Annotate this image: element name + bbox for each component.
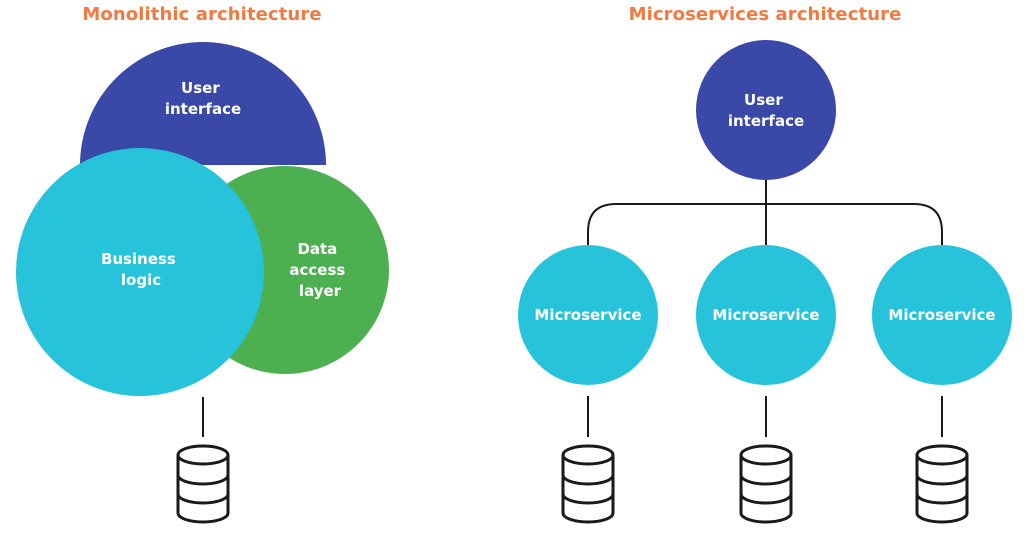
microservice-database-icon (915, 444, 969, 524)
microservice-database-icon (739, 444, 793, 524)
mono-database-icon (176, 444, 230, 524)
micro-ui-label: User interface (728, 91, 804, 130)
mono-ui-shape (80, 42, 326, 166)
mono-business-label: Business logic (101, 250, 181, 289)
mono-data-label-line: layer (299, 282, 342, 300)
microservices-diagram: User interface Microservice Microservice… (518, 40, 1012, 524)
micro-connector-tree (587, 180, 943, 246)
microservice-node (696, 245, 836, 385)
mono-business-label-line: Business (101, 250, 176, 268)
mono-data-label-line: access (289, 261, 345, 279)
microservice-database-icon (561, 444, 615, 524)
microservice-label: Microservice (888, 306, 995, 324)
mono-business-shape (16, 148, 264, 396)
micro-ui-shape (696, 40, 836, 180)
micro-ui-label-line: interface (728, 112, 804, 130)
microservices-title: Microservices architecture (628, 4, 902, 25)
microservice-node (518, 245, 658, 385)
micro-ui-label-line: User (744, 91, 783, 109)
mono-ui-label: User interface (165, 79, 241, 118)
microservice-label: Microservice (712, 306, 819, 324)
mono-ui-label-line: interface (165, 100, 241, 118)
monolithic-diagram: User interface Business logic Data acces… (16, 42, 389, 524)
mono-ui-label-line: User (181, 79, 220, 97)
mono-business-label-line: logic (121, 271, 161, 289)
microservice-node (872, 245, 1012, 385)
monolithic-title: Monolithic architecture (82, 4, 322, 25)
mono-data-label: Data access layer (289, 240, 350, 300)
mono-data-label-line: Data (297, 240, 337, 258)
microservice-label: Microservice (534, 306, 641, 324)
